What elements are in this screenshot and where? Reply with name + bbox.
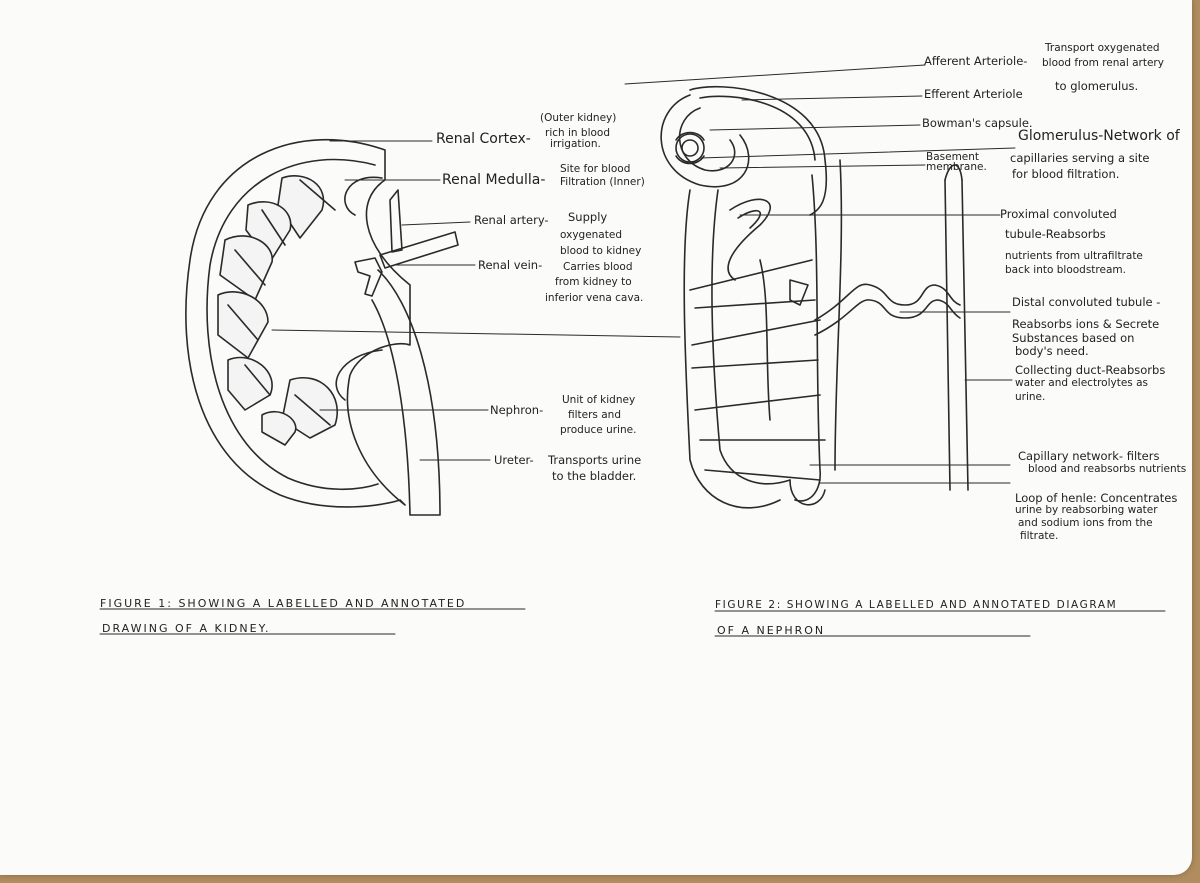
renal-artery-desc-1: Supply [568, 211, 607, 224]
basement-membrane-label-2: membrane. [926, 162, 987, 173]
dct-line-2: Reabsorbs ions & Secrete [1012, 318, 1159, 331]
pct-line-2: tubule-Reabsorbs [1005, 228, 1106, 241]
glomerulus-line-3: for blood filtration. [1012, 168, 1119, 181]
renal-vein-desc-1: Carries blood [563, 262, 633, 273]
figure-1-caption-line-1: Figure 1: Showing a labelled and annotat… [100, 597, 466, 610]
glomerulus-line-2: capillaries serving a site [1010, 152, 1149, 165]
efferent-arteriole-label: Efferent Arteriole [924, 88, 1023, 101]
loop-of-henle-line-3: and sodium ions from the [1018, 518, 1153, 529]
collecting-duct-line-1: Collecting duct-Reabsorbs [1015, 364, 1165, 377]
nephron-label: Nephron- [490, 404, 543, 417]
afferent-arteriole-label: Afferent Arteriole- [924, 55, 1027, 68]
collecting-duct-line-3: urine. [1015, 392, 1045, 403]
pct-line-3: nutrients from ultrafiltrate [1005, 251, 1143, 262]
nephron-desc-3: produce urine. [560, 425, 636, 436]
figure-2-caption-line-1: Figure 2: Showing a labelled and annotat… [715, 599, 1117, 611]
glomerulus-line-1: Glomerulus-Network of [1018, 128, 1180, 144]
afferent-arteriole-desc-2: blood from renal artery [1042, 58, 1164, 69]
renal-vein-desc-2: from kidney to [555, 277, 632, 288]
kidney-drawing [186, 140, 458, 515]
ureter-desc-1: Transports urine [548, 454, 641, 467]
renal-medulla-desc-1: Site for blood [560, 164, 630, 175]
nephron-desc-2: filters and [568, 410, 621, 421]
capillary-network-line-1: Capillary network- filters [1018, 450, 1159, 463]
pct-line-4: back into bloodstream. [1005, 265, 1126, 276]
renal-artery-label: Renal artery- [474, 214, 549, 227]
figure-2-caption-line-2: of a nephron [717, 624, 825, 637]
nephron-drawing [661, 87, 968, 508]
afferent-arteriole-desc-1: Transport oxygenated [1045, 43, 1160, 54]
ureter-desc-2: to the bladder. [552, 470, 636, 483]
loop-of-henle-line-2: urine by reabsorbing water [1015, 505, 1158, 516]
capillary-network-line-2: blood and reabsorbs nutrients [1028, 464, 1186, 475]
renal-artery-desc-2: oxygenated [560, 230, 622, 241]
renal-cortex-note: (Outer kidney) [540, 113, 616, 124]
pct-line-1: Proximal convoluted [1000, 208, 1117, 221]
renal-cortex-desc-2: irrigation. [550, 139, 601, 150]
nephron-desc-1: Unit of kidney [562, 395, 635, 406]
bowmans-capsule-label: Bowman's capsule. [922, 117, 1033, 130]
dct-line-4: body's need. [1015, 345, 1089, 358]
renal-cortex-label: Renal Cortex- [436, 131, 531, 147]
renal-vein-desc-3: inferior vena cava. [545, 293, 643, 304]
collecting-duct-line-2: water and electrolytes as [1015, 378, 1148, 389]
renal-artery-desc-3: blood to kidney [560, 246, 641, 257]
loop-of-henle-line-4: filtrate. [1020, 531, 1058, 542]
figure-1-caption-line-2: drawing of a kidney. [102, 622, 271, 635]
afferent-arteriole-desc-3: to glomerulus. [1055, 80, 1138, 93]
dct-line-1: Distal convoluted tubule - [1012, 296, 1160, 309]
ureter-label: Ureter- [494, 454, 534, 467]
renal-medulla-desc-2: Filtration (Inner) [560, 177, 645, 188]
renal-medulla-label: Renal Medulla- [442, 172, 545, 188]
renal-vein-label: Renal vein- [478, 259, 542, 272]
